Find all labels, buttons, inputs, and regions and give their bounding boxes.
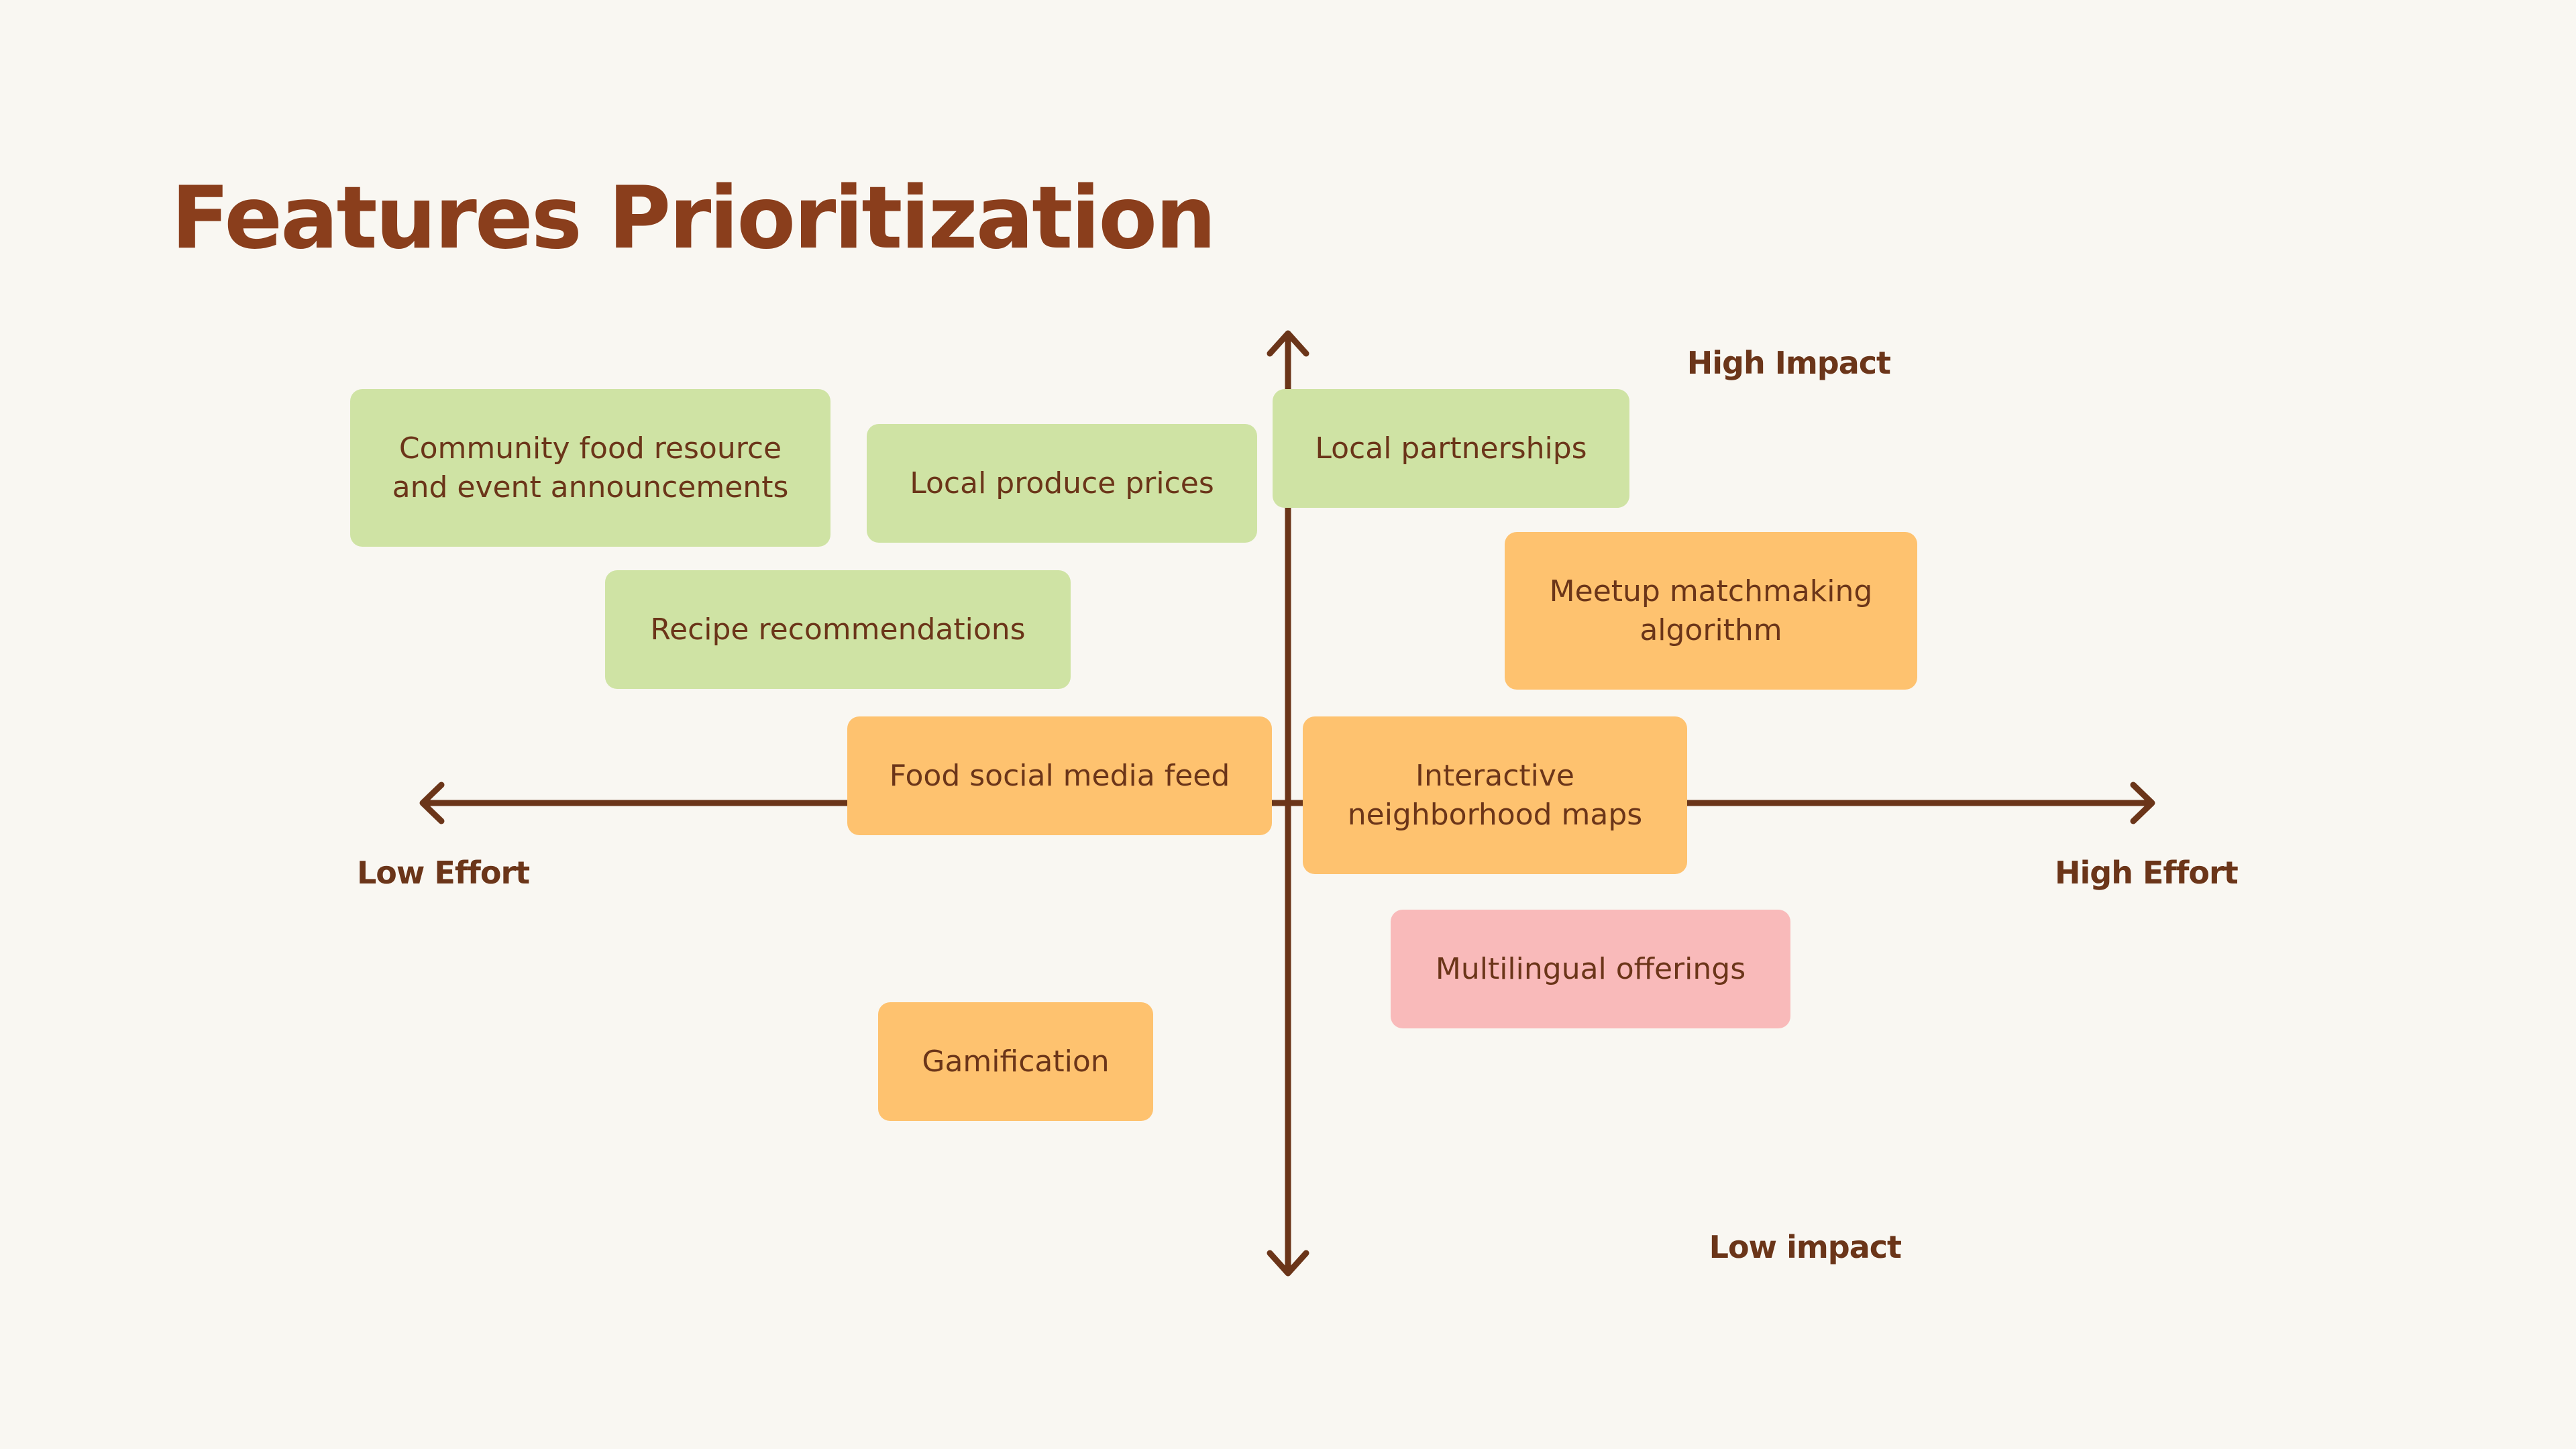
feature-label: Recipe recommendations (650, 612, 1026, 647)
feature-label: Community food resource and event announ… (392, 431, 789, 504)
feature-label: Interactive neighborhood maps (1347, 759, 1643, 832)
feature-label: Local produce prices (910, 466, 1214, 500)
feature-card-local-produce[interactable]: Local produce prices (867, 424, 1257, 543)
high-impact-label: High Impact (1686, 345, 1891, 381)
feature-label: Meetup matchmaking algorithm (1549, 574, 1873, 647)
feature-label: Food social media feed (889, 758, 1230, 793)
left-arrowhead (419, 782, 445, 824)
low-impact-label: Low impact (1709, 1229, 1902, 1265)
high-effort-label: High Effort (2055, 855, 2239, 891)
page-title: Features Prioritization (171, 168, 1216, 268)
right-arrowhead (2130, 782, 2155, 824)
feature-card-gamification[interactable]: Gamification (878, 1002, 1153, 1121)
feature-card-local-partnerships[interactable]: Local partnerships (1273, 389, 1629, 508)
feature-card-interactive-maps[interactable]: Interactive neighborhood maps (1303, 716, 1687, 874)
feature-label: Multilingual offerings (1435, 951, 1746, 986)
low-effort-label: Low Effort (357, 855, 530, 891)
feature-label: Local partnerships (1315, 431, 1587, 466)
up-arrowhead (1267, 330, 1309, 357)
feature-card-meetup[interactable]: Meetup matchmaking algorithm (1505, 532, 1917, 690)
feature-card-recipe[interactable]: Recipe recommendations (605, 570, 1071, 689)
feature-card-community-food[interactable]: Community food resource and event announ… (350, 389, 830, 547)
feature-card-food-social[interactable]: Food social media feed (847, 716, 1272, 835)
feature-label: Gamification (922, 1044, 1110, 1079)
down-arrowhead (1267, 1250, 1309, 1277)
feature-card-multilingual[interactable]: Multilingual offerings (1391, 910, 1790, 1028)
